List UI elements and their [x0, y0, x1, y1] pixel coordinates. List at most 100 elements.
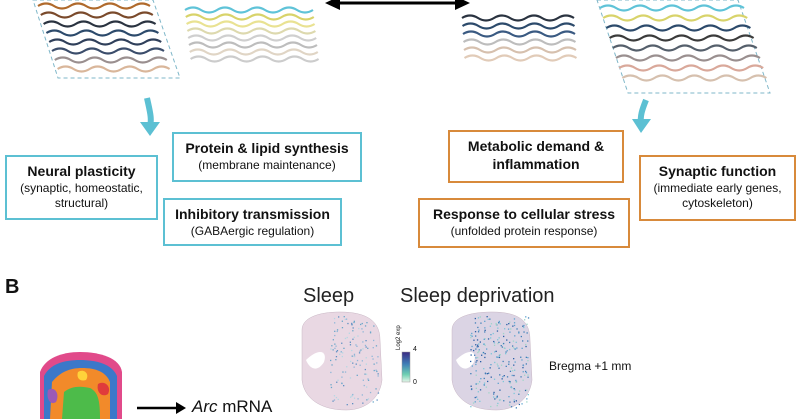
expression-spot — [484, 331, 486, 333]
expression-spot — [352, 362, 354, 364]
expression-spot — [377, 356, 379, 358]
expression-spot — [483, 382, 486, 384]
arc-arrow — [137, 402, 186, 414]
expression-spot — [523, 326, 525, 329]
expression-spot — [501, 346, 503, 348]
expression-spot — [506, 376, 509, 378]
expression-legend-bar — [401, 351, 411, 383]
expression-spot — [503, 375, 505, 377]
wave-line — [599, 4, 745, 12]
expression-spot — [496, 405, 498, 407]
box-metabolic-demand: Metabolic demand & inflammation — [448, 130, 624, 183]
expression-spot — [369, 332, 372, 334]
expression-spot — [367, 379, 370, 381]
expression-spot — [495, 397, 498, 399]
expression-spot — [483, 368, 485, 370]
expression-spot — [347, 322, 349, 325]
expression-spot — [486, 316, 488, 318]
expression-spot — [471, 332, 473, 335]
expression-spot — [521, 403, 523, 405]
expression-spot — [352, 338, 354, 340]
wave-line — [621, 74, 767, 82]
wave-line — [462, 30, 576, 38]
legend-title: Log2 exp — [396, 325, 402, 350]
expression-spot — [335, 356, 338, 358]
expression-spot — [367, 398, 370, 400]
expression-spot — [483, 384, 485, 386]
expression-spot — [525, 372, 528, 374]
expression-spot — [510, 328, 512, 330]
expression-spot — [527, 374, 529, 376]
expression-spot — [475, 363, 477, 366]
expression-spot — [353, 366, 355, 368]
expression-spot — [343, 316, 345, 318]
expression-spot — [362, 348, 364, 350]
expression-spot — [335, 351, 338, 353]
expression-spot — [509, 331, 511, 333]
expression-spot — [525, 343, 527, 346]
expression-spot — [508, 380, 510, 383]
expression-spot — [522, 340, 524, 342]
expression-spot — [475, 396, 478, 398]
expression-spot — [509, 401, 511, 403]
expression-spot — [336, 330, 338, 333]
expression-spot — [525, 370, 527, 373]
wave-line — [461, 14, 575, 22]
expression-spot — [496, 396, 498, 398]
wave-line — [462, 38, 577, 46]
expression-spot — [481, 354, 483, 356]
expression-spot — [506, 350, 508, 352]
expression-spot — [475, 374, 477, 376]
expression-spot — [471, 345, 473, 348]
expression-spot — [350, 396, 352, 398]
expression-spot — [371, 355, 373, 357]
expression-spot — [527, 394, 529, 396]
expression-spot — [523, 331, 525, 333]
expression-spot — [496, 356, 498, 358]
expression-spot — [470, 334, 472, 336]
expression-spot — [527, 360, 529, 362]
expression-spot — [484, 338, 486, 340]
expression-spot — [506, 339, 508, 341]
expression-spot — [373, 339, 375, 342]
expression-spot — [508, 361, 510, 363]
expression-spot — [344, 318, 346, 320]
expression-spot — [477, 383, 479, 385]
expression-spot — [498, 367, 500, 369]
expression-spot — [513, 322, 516, 324]
expression-spot — [343, 385, 345, 387]
expression-spot — [477, 391, 479, 393]
expression-spot — [484, 344, 486, 346]
expression-spot — [526, 332, 528, 334]
expression-spot — [365, 363, 367, 365]
expression-spot — [511, 387, 513, 389]
wave-line — [45, 29, 159, 37]
expression-spot — [490, 337, 492, 339]
expression-spot — [475, 357, 477, 359]
expression-spot — [524, 319, 526, 321]
expression-spot — [372, 347, 374, 349]
expression-spot — [486, 373, 489, 375]
expression-spot — [353, 321, 355, 324]
wave-line — [48, 38, 162, 46]
expression-spot — [351, 349, 353, 352]
expression-spot — [513, 364, 515, 366]
expression-spot — [362, 341, 364, 343]
expression-spot — [514, 348, 516, 350]
expression-spot — [515, 400, 517, 402]
expression-spot — [474, 317, 476, 320]
expression-spot — [352, 330, 354, 332]
expression-spot — [480, 322, 482, 324]
expression-spot — [470, 360, 472, 363]
expression-spot — [355, 344, 357, 346]
expression-spot — [497, 327, 499, 329]
expression-spot — [484, 327, 486, 329]
expression-spot — [506, 323, 508, 326]
expression-spot — [348, 332, 350, 334]
expression-spot — [477, 331, 480, 333]
expression-spot — [477, 344, 479, 346]
expression-spot — [513, 324, 516, 327]
expression-spot — [513, 318, 516, 320]
expression-spot — [521, 359, 523, 361]
expression-spot — [353, 336, 355, 338]
